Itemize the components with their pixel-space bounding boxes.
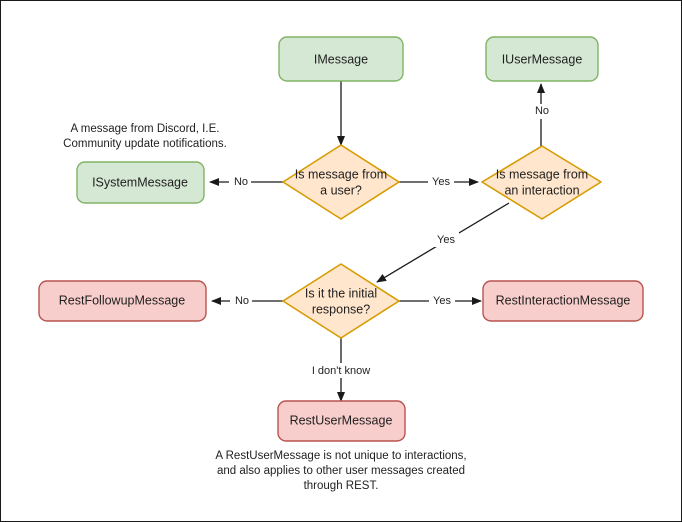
- note-system-message-line2: Community update notifications.: [63, 138, 227, 150]
- node-label-decision-from-user-line1: Is message from: [295, 167, 387, 181]
- edge-initial-response-unknown-to-restusermessage: I don't know: [301, 338, 381, 402]
- edge-initial-response-yes-to-restinteractionmessage: Yes: [399, 293, 482, 308]
- note-rest-user-message-line3: through REST.: [304, 480, 379, 492]
- node-label-imessage: IMessage: [314, 52, 368, 66]
- edge-label-from-user-yes: Yes: [432, 176, 450, 188]
- edge-label-from-interaction-no: No: [535, 105, 549, 117]
- edge-label-initial-response-unknown: I don't know: [312, 365, 370, 377]
- node-label-decision-from-interaction-line1: Is message from: [496, 167, 588, 181]
- node-isystemmessage[interactable]: ISystemMessage: [76, 161, 205, 204]
- node-label-isystemmessage: ISystemMessage: [92, 175, 188, 189]
- node-iusermessage[interactable]: IUserMessage: [485, 36, 599, 82]
- node-decision-initial-response[interactable]: Is it the initial response?: [282, 263, 400, 339]
- node-label-restinteractionmessage: RestInteractionMessage: [496, 293, 631, 307]
- note-rest-user-message: A RestUserMessage is not unique to inter…: [215, 450, 466, 492]
- node-decision-from-interaction[interactable]: Is message from an interaction: [481, 145, 602, 220]
- edge-from-interaction-no-to-iusermessage: No: [531, 83, 553, 149]
- node-label-decision-from-user-line2: a user?: [320, 183, 362, 197]
- note-system-message-line1: A message from Discord, I.E.: [71, 123, 220, 135]
- node-restinteractionmessage[interactable]: RestInteractionMessage: [482, 280, 644, 322]
- edge-initial-response-no-to-restfollowupmessage: No: [211, 293, 283, 308]
- node-label-restfollowupmessage: RestFollowupMessage: [59, 293, 185, 307]
- edge-from-user-yes-to-decision-from-interaction: Yes: [399, 174, 479, 189]
- node-decision-from-user[interactable]: Is message from a user?: [282, 144, 400, 220]
- node-restusermessage[interactable]: RestUserMessage: [277, 400, 406, 442]
- edge-label-from-user-no: No: [234, 176, 248, 188]
- edge-label-initial-response-yes: Yes: [433, 295, 451, 307]
- node-imessage[interactable]: IMessage: [278, 36, 404, 82]
- node-label-decision-from-interaction-line2: an interaction: [504, 183, 579, 197]
- note-rest-user-message-line2: and also applies to other user messages …: [217, 465, 465, 477]
- edge-label-from-interaction-yes: Yes: [437, 234, 455, 246]
- note-system-message: A message from Discord, I.E. Community u…: [63, 123, 227, 150]
- edge-from-interaction-yes-to-initial-response: Yes: [376, 202, 510, 283]
- node-label-iusermessage: IUserMessage: [502, 52, 583, 66]
- edge-from-user-no-to-isystemmessage: No: [209, 174, 283, 189]
- note-rest-user-message-line1: A RestUserMessage is not unique to inter…: [215, 450, 466, 462]
- node-restfollowupmessage[interactable]: RestFollowupMessage: [38, 280, 207, 322]
- node-label-decision-initial-response-line1: Is it the initial: [305, 286, 377, 300]
- node-label-restusermessage: RestUserMessage: [290, 413, 393, 427]
- node-label-decision-initial-response-line2: response?: [312, 302, 370, 316]
- edge-label-initial-response-no: No: [235, 295, 249, 307]
